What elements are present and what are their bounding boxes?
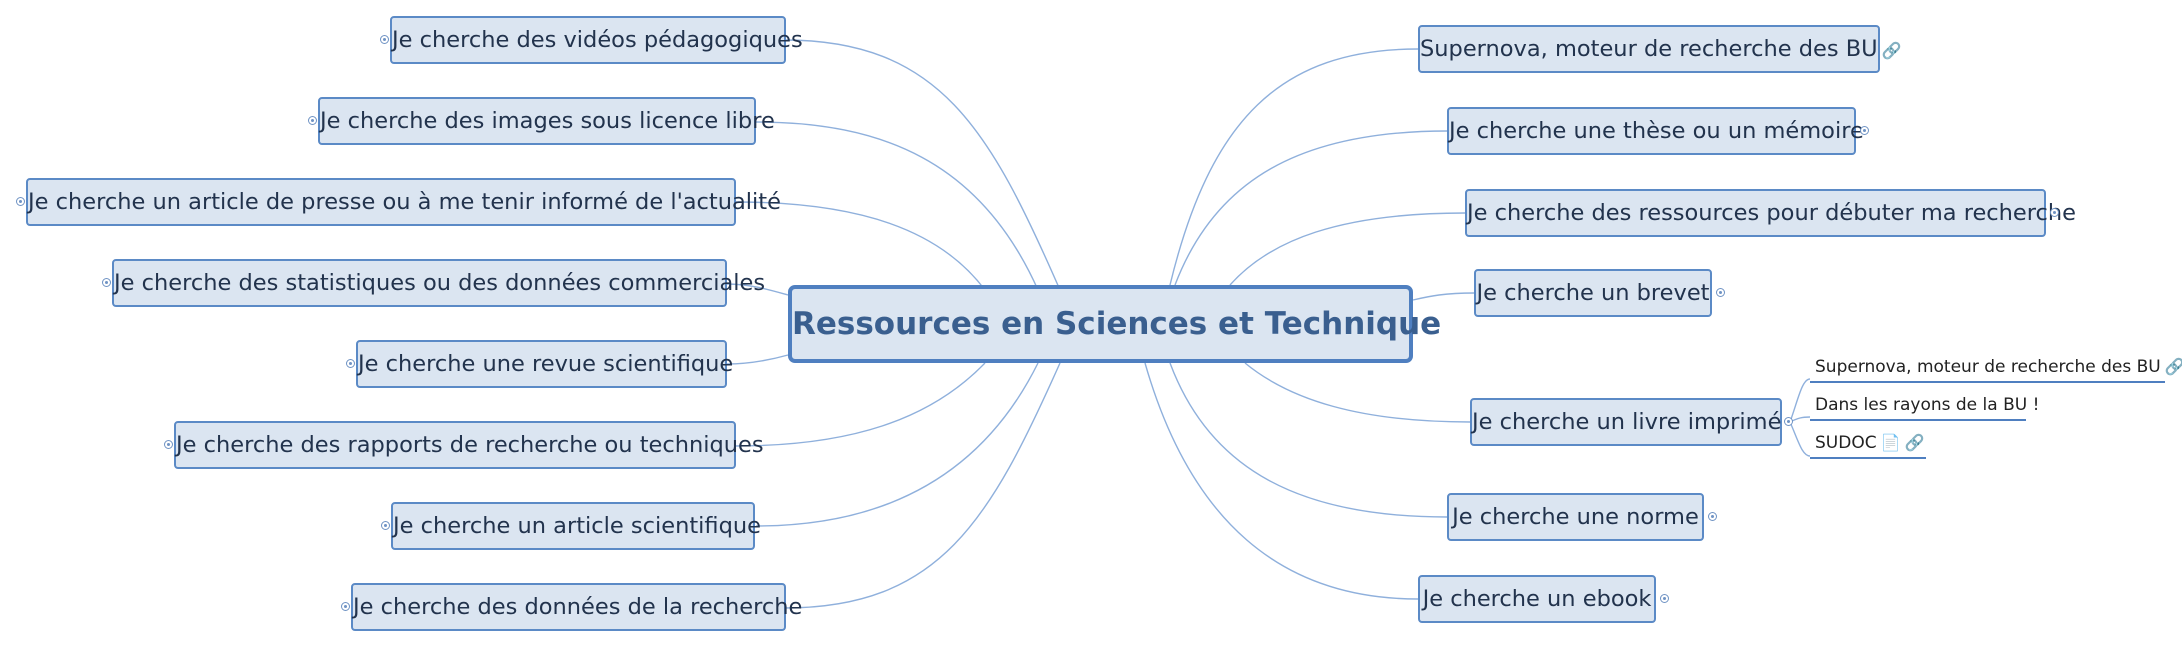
collapse-toggle-icon[interactable] — [1784, 417, 1793, 426]
topic-statistiques[interactable]: Je cherche des statistiques ou des donné… — [112, 259, 765, 307]
connector-videos — [783, 39, 1061, 291]
subtopic-supernova[interactable]: Supernova, moteur de recherche des BU🔗 — [1815, 355, 2182, 379]
topic-these[interactable]: Je cherche une thèse ou un mémoire — [1447, 107, 1864, 155]
connector-supernova — [1169, 48, 1419, 286]
expand-toggle-icon[interactable] — [1860, 126, 1869, 135]
link-icon[interactable]: 🔗 — [1881, 41, 1902, 60]
expand-toggle-icon[interactable] — [346, 359, 355, 368]
topic-videos[interactable]: Je cherche des vidéos pédagogiques — [390, 16, 803, 64]
connector-ebook — [1144, 362, 1419, 600]
link-icon[interactable]: 🔗 — [1904, 433, 1925, 452]
subtopic-supernova-label: Supernova, moteur de recherche des BU — [1815, 357, 2161, 377]
connector-sub-sudoc — [1789, 421, 1811, 457]
connector-ressources — [1229, 212, 1466, 286]
expand-toggle-icon[interactable] — [308, 116, 317, 125]
expand-toggle-icon[interactable] — [2050, 208, 2059, 217]
topic-supernova[interactable]: Supernova, moteur de recherche des BU🔗 — [1418, 25, 1902, 73]
subtopic-underline — [1810, 381, 2165, 383]
connector-article — [755, 362, 1039, 527]
topic-rapports[interactable]: Je cherche des rapports de recherche ou … — [174, 421, 764, 469]
topic-ressources-debuter[interactable]: Je cherche des ressources pour débuter m… — [1465, 189, 2076, 237]
expand-toggle-icon[interactable] — [380, 35, 389, 44]
connector-sub-rayons — [1789, 416, 1811, 423]
connector-sub-supernova — [1789, 378, 1811, 423]
subtopic-rayons-bu[interactable]: Dans les rayons de la BU ! — [1815, 395, 2040, 415]
expand-toggle-icon[interactable] — [16, 197, 25, 206]
topic-donnees-recherche[interactable]: Je cherche des données de la recherche — [351, 583, 802, 631]
topic-supernova-label: Supernova, moteur de recherche des BU — [1420, 36, 1878, 62]
expand-toggle-icon[interactable] — [341, 602, 350, 611]
expand-toggle-icon[interactable] — [164, 440, 173, 449]
topic-revue[interactable]: Je cherche une revue scientifique — [356, 340, 733, 388]
subtopic-underline — [1810, 419, 2026, 421]
topic-norme[interactable]: Je cherche une norme — [1447, 493, 1704, 541]
connector-revue — [726, 354, 789, 365]
expand-toggle-icon[interactable] — [1660, 594, 1669, 603]
subtopic-sudoc-label: SUDOC — [1815, 433, 1877, 453]
topic-images[interactable]: Je cherche des images sous licence libre — [318, 97, 775, 145]
subtopic-sudoc[interactable]: SUDOC📄🔗 — [1815, 431, 1924, 455]
note-icon[interactable]: 📄 — [1880, 433, 1901, 452]
connector-presse — [734, 201, 986, 291]
expand-toggle-icon[interactable] — [102, 278, 111, 287]
connector-stats — [726, 283, 789, 296]
connector-these — [1174, 130, 1448, 286]
topic-article-scientifique[interactable]: Je cherche un article scientifique — [391, 502, 761, 550]
connector-livre — [1244, 362, 1471, 423]
expand-toggle-icon[interactable] — [1716, 288, 1725, 297]
expand-toggle-icon[interactable] — [381, 521, 390, 530]
expand-toggle-icon[interactable] — [1708, 512, 1717, 521]
connector-rapports — [734, 362, 986, 447]
central-topic[interactable]: Ressources en Sciences et Technique — [788, 285, 1441, 363]
connector-images — [755, 121, 1039, 291]
connector-donnees — [783, 362, 1061, 609]
topic-presse[interactable]: Je cherche un article de presse ou à me … — [26, 178, 781, 226]
link-icon[interactable]: 🔗 — [2164, 357, 2182, 376]
connector-brevet — [1412, 292, 1475, 301]
topic-brevet[interactable]: Je cherche un brevet — [1474, 269, 1712, 317]
topic-livre-imprime[interactable]: Je cherche un livre imprimé — [1470, 398, 1782, 446]
subtopic-underline — [1810, 457, 1926, 459]
connector-norme — [1169, 362, 1448, 518]
topic-ebook[interactable]: Je cherche un ebook — [1418, 575, 1656, 623]
